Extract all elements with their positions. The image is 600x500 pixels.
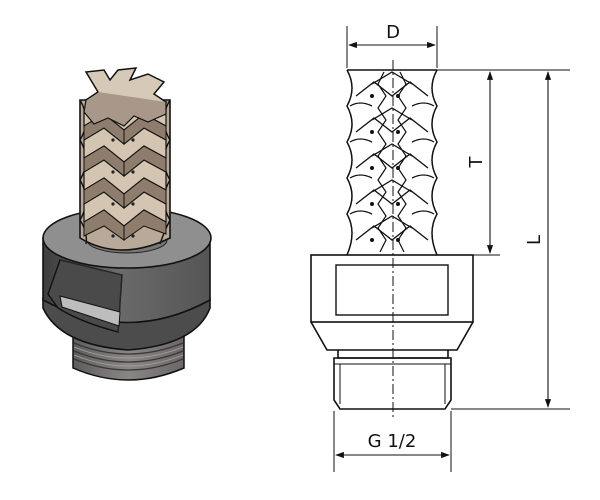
dimension-t: T — [437, 69, 500, 256]
ceramic-insert-3d — [79, 67, 171, 251]
dimension-l: L — [451, 69, 570, 410]
body-elevation — [310, 254, 474, 410]
dimension-thread: G 1/2 — [333, 411, 452, 472]
thread-depth-label: T — [466, 156, 487, 169]
diameter-label: D — [386, 22, 400, 43]
length-label: L — [524, 235, 545, 245]
nozzle-3d-illustration — [42, 67, 212, 381]
dimension-d: D — [346, 22, 438, 68]
thread-label: G 1/2 — [368, 431, 417, 452]
nozzle-dimension-drawing: D T L G 1/2 — [310, 22, 570, 472]
insert-elevation — [346, 69, 438, 256]
